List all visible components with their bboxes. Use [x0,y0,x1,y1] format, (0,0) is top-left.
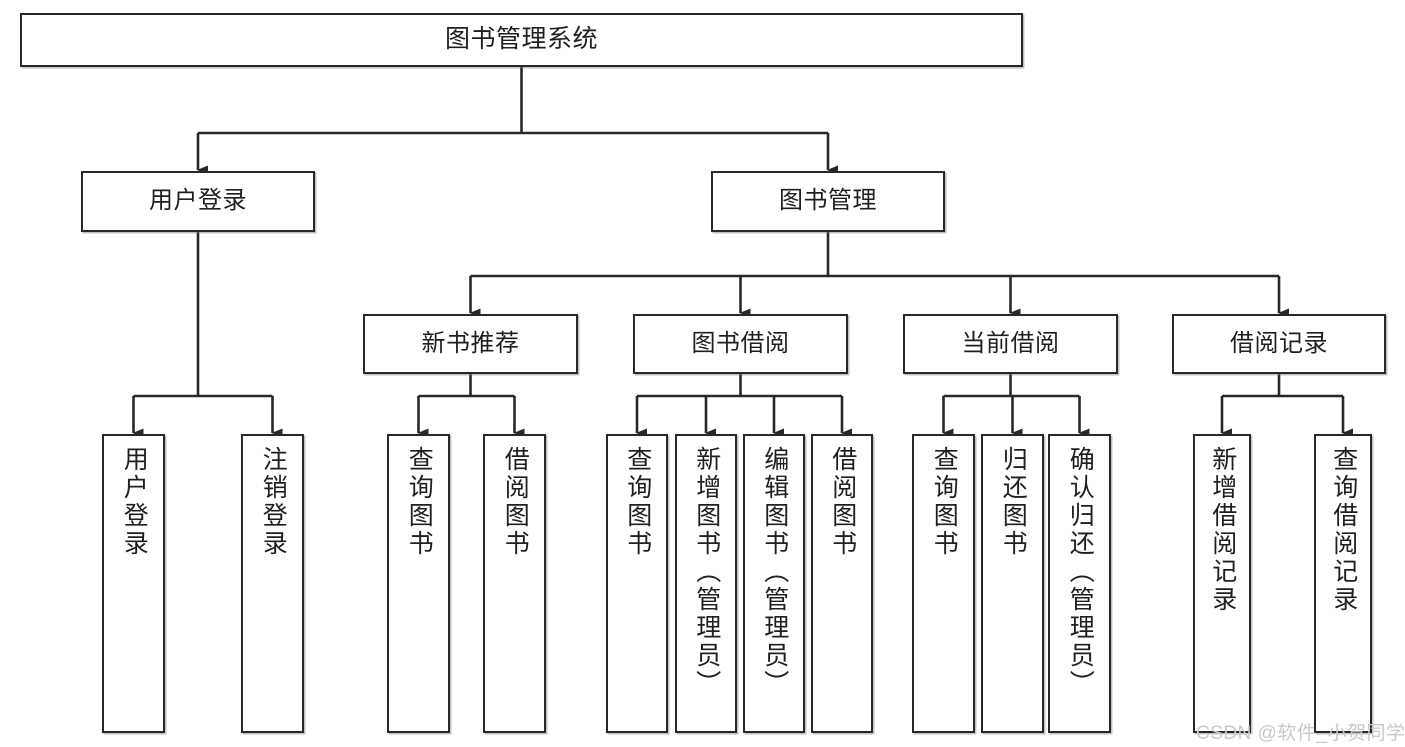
node-borrow-record[interactable]: 借阅记录 [1172,314,1386,374]
node-leaf-borrow-query[interactable]: 查询图书 [606,434,668,733]
node-leaf-cur-query[interactable]: 查询图书 [912,434,975,733]
node-label: 新增图书（管理员） [692,446,721,698]
node-label: 查询图书 [623,446,652,558]
node-label: 查询图书 [405,446,434,558]
node-label: 借阅记录 [1230,329,1328,357]
node-label: 图书管理 [779,187,877,215]
node-leaf-cur-confirm[interactable]: 确认归还（管理员） [1048,434,1111,733]
node-leaf-borrow-do[interactable]: 借阅图书 [811,434,873,733]
node-book-manage[interactable]: 图书管理 [711,171,945,232]
node-label: 确认归还（管理员） [1066,446,1095,698]
node-new-book-rec[interactable]: 新书推荐 [363,314,578,374]
node-user-login[interactable]: 用户登录 [81,171,315,232]
node-label: 用户登录 [120,446,149,558]
node-root[interactable]: 图书管理系统 [20,13,1023,67]
node-label: 当前借阅 [961,329,1060,357]
node-label: 用户登录 [149,187,247,215]
csdn-watermark: CSDN @软件_小贺同学 [1196,723,1405,744]
node-label: 图书管理系统 [444,25,598,54]
node-leaf-borrow-add[interactable]: 新增图书（管理员） [675,434,737,733]
node-leaf-rec-borrow[interactable]: 借阅图书 [483,434,546,733]
node-label: 归还图书 [999,446,1028,558]
node-leaf-rec-add[interactable]: 新增借阅记录 [1193,434,1251,733]
node-label: 借阅图书 [828,446,857,558]
node-label: 注销登录 [259,446,288,558]
node-current-borrow[interactable]: 当前借阅 [903,314,1118,374]
node-book-borrow[interactable]: 图书借阅 [633,314,848,374]
node-label: 新增借阅记录 [1208,446,1237,614]
node-label: 借阅图书 [501,446,530,558]
node-label: 新书推荐 [421,329,520,357]
node-label: 查询图书 [930,446,959,558]
node-leaf-rec-query[interactable]: 查询图书 [387,434,450,733]
node-leaf-borrow-edit[interactable]: 编辑图书（管理员） [743,434,805,733]
node-label: 编辑图书（管理员） [760,446,789,698]
node-label: 查询借阅记录 [1329,446,1358,614]
node-leaf-cur-return[interactable]: 归还图书 [981,434,1044,733]
node-leaf-user-login[interactable]: 用户登录 [102,434,165,733]
node-label: 图书借阅 [691,329,790,357]
node-leaf-rec-search[interactable]: 查询借阅记录 [1314,434,1372,733]
node-leaf-logout[interactable]: 注销登录 [241,434,304,733]
